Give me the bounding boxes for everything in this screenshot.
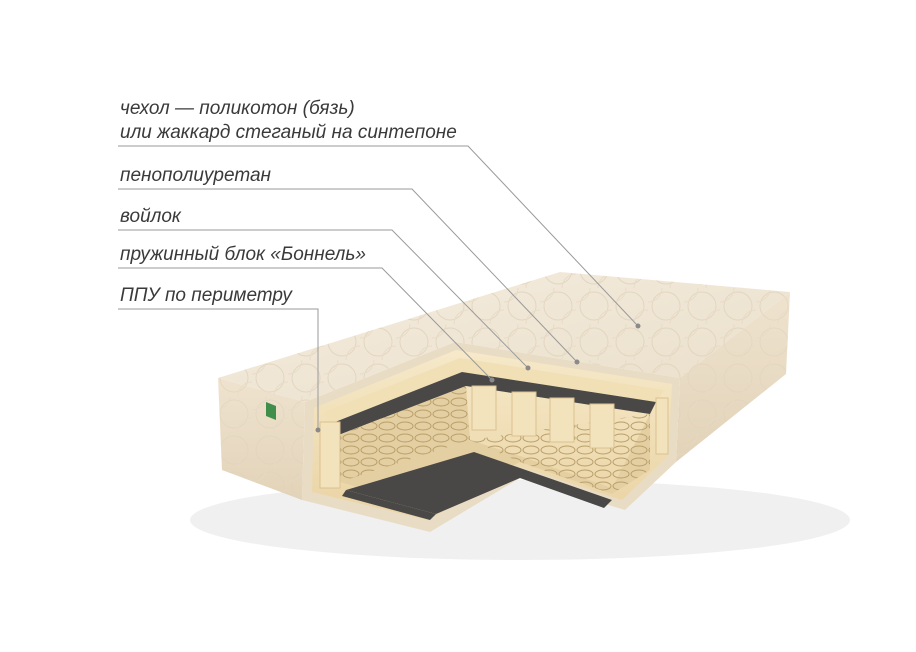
label-cover-line1: чехол — поликотон (бязь) [120,98,355,119]
leader-cover [118,145,639,327]
leader-lines [118,145,639,430]
label-cover-line2: или жаккард стеганый на синтепоне [120,122,457,143]
foam-top-layer [324,358,664,424]
felt-layer-bottom [346,452,612,514]
perimeter-foam-blocks [319,385,669,489]
mattress-top-quilting [218,272,790,402]
label-felt: войлок [120,206,181,227]
leader-felt [118,229,529,369]
label-spring-block: пружинный блок «Боннель» [120,244,366,265]
leader-foam [118,188,578,363]
label-perimeter: ППУ по периметру [120,285,292,306]
leader-spring-block [118,267,493,381]
leader-perimeter [118,308,319,430]
brand-tag-icon [266,402,276,420]
label-foam: пенополиуретан [120,165,271,186]
leader-endpoints [315,323,641,433]
